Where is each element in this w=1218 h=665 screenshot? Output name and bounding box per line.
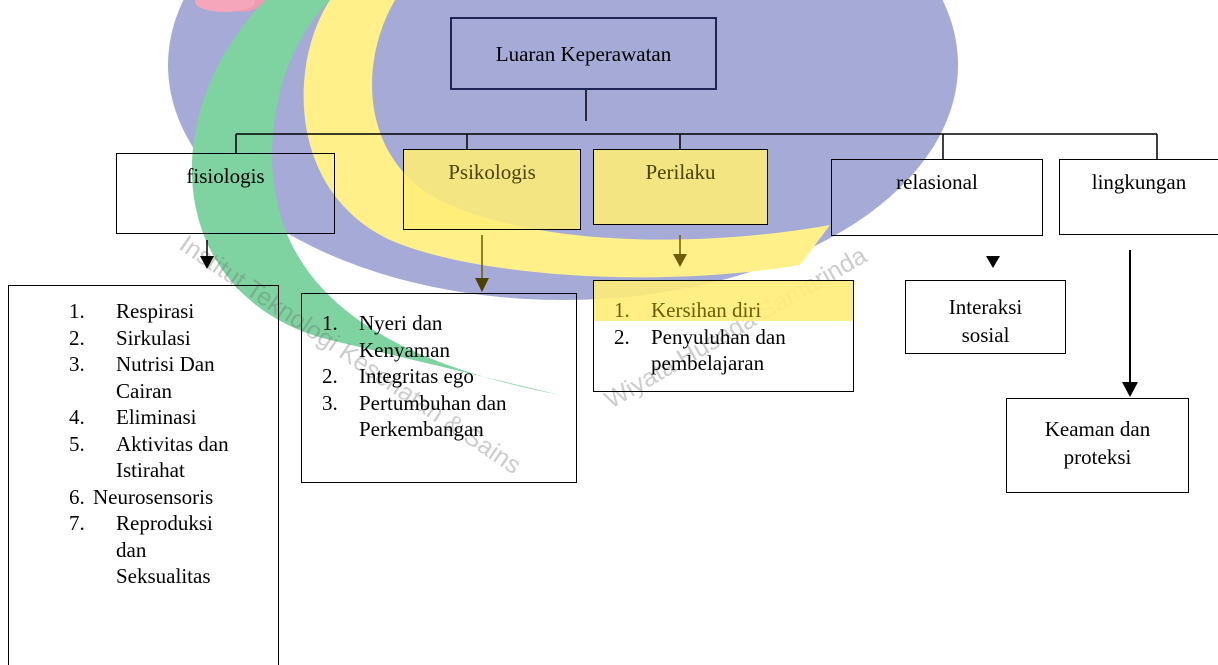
category-lingkungan: lingkungan <box>1059 159 1218 235</box>
list-item: 3.Nutrisi Dan Cairan <box>69 352 215 403</box>
fisiologis-list: 1.Respirasi 2.Sirkulasi 3.Nutrisi Dan Ca… <box>69 298 278 590</box>
list-item: 7.Reproduksi dan Seksualitas <box>69 511 213 588</box>
list-item: 1.Respirasi <box>69 299 195 323</box>
psikologis-list: 1.Nyeri dan Kenyaman 2.Integritas ego 3.… <box>322 310 576 443</box>
list-item: 2.Penyuluhan dan pembelajaran <box>614 324 786 376</box>
category-psikologis: Psikologis <box>403 149 581 230</box>
connector-lines <box>200 89 1158 397</box>
lingkungan-item-box: Keaman dan proteksi <box>1006 398 1189 493</box>
category-relasional: relasional <box>831 159 1043 236</box>
list-item: 5.Aktivitas dan Istirahat <box>69 431 229 483</box>
relasional-item-box: Interaksi sosial <box>905 280 1066 354</box>
list-item: 3.Pertumbuhan dan Perkembangan <box>322 390 507 442</box>
list-item: 4.Eliminasi <box>69 405 197 429</box>
watermark-green-shape <box>191 0 561 395</box>
psikologis-list-box: 1.Nyeri dan Kenyaman 2.Integritas ego 3.… <box>301 293 577 483</box>
category-fisiologis: fisiologis <box>116 153 335 234</box>
list-item: 1.Kersihan diri <box>614 298 762 322</box>
list-item: 1.Nyeri dan Kenyaman <box>322 311 450 362</box>
category-perilaku: Perilaku <box>593 149 768 225</box>
fisiologis-list-box: 1.Respirasi 2.Sirkulasi 3.Nutrisi Dan Ca… <box>8 285 279 665</box>
perilaku-list: 1.Kersihan diri 2.Penyuluhan dan pembela… <box>614 297 853 377</box>
list-item: 2.Sirkulasi <box>69 325 191 350</box>
list-item: 2.Integritas ego <box>322 364 474 388</box>
list-item: 6.Neurosensoris <box>69 484 214 509</box>
perilaku-list-box: 1.Kersihan diri 2.Penyuluhan dan pembela… <box>593 280 854 392</box>
root-node: Luaran Keperawatan <box>450 17 717 90</box>
